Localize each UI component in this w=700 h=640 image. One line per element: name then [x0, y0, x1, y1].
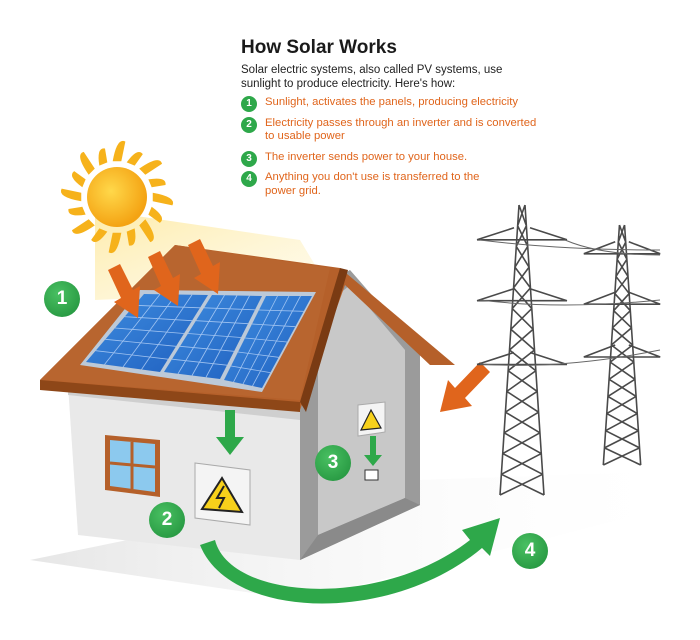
power-pylons: [476, 204, 661, 496]
step-3: 3 The inverter sends power to your house.: [241, 150, 541, 167]
step-text: Electricity passes through an inverter a…: [265, 116, 537, 143]
step-number-badge: 3: [241, 150, 257, 167]
step-text: Anything you don't use is transferred to…: [265, 171, 480, 197]
step-4: 4 Anything you don't use is transferred t…: [241, 171, 485, 198]
interior-inverter: [357, 401, 386, 481]
grid-export-arrow: [200, 518, 500, 604]
text-panel: How Solar Works Solar electric systems, …: [241, 37, 541, 205]
ground-shadow: [30, 470, 700, 600]
diagram-badge-1: 1: [44, 281, 80, 317]
page-title: How Solar Works: [241, 37, 397, 58]
diagram-badge-4: 4: [512, 533, 548, 569]
step-number-badge: 4: [241, 171, 257, 187]
grid-input-arrow: [440, 362, 490, 412]
inverter-box: [194, 462, 251, 526]
diagram-badge-2: 2: [149, 502, 185, 538]
sunlight-arrows: [108, 239, 220, 318]
window: [105, 435, 160, 497]
solar-panels: [80, 290, 316, 392]
step-number-badge: 2: [241, 116, 257, 133]
house: [40, 245, 455, 560]
panel-to-inverter-arrow: [216, 410, 244, 455]
inverter-to-house-arrow: [364, 436, 382, 466]
sun-icon: [60, 140, 174, 254]
step-text: The inverter sends power to your house.: [265, 150, 468, 163]
diagram-badge-3: 3: [315, 445, 351, 481]
step-1: 1 Sunlight, activates the panels, produci…: [241, 96, 541, 112]
step-2: 2 Electricity passes through an inverter …: [241, 116, 541, 144]
step-number-badge: 1: [241, 96, 257, 112]
step-text: Sunlight, activates the panels, producin…: [265, 96, 519, 108]
intro-text: Solar electric systems, also called PV s…: [241, 64, 503, 90]
